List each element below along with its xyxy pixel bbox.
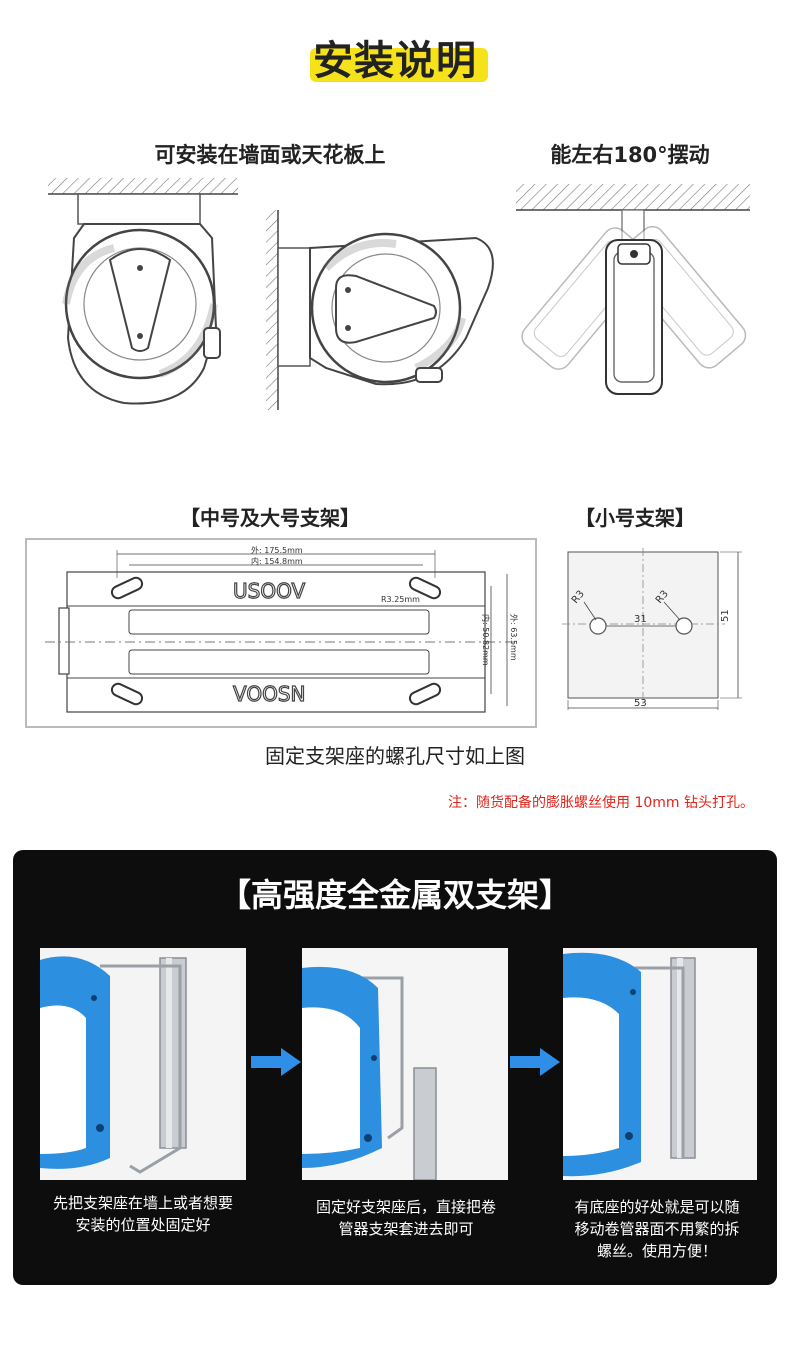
step-1-caption: 先把支架座在墙上或者想要 安装的位置处固定好 [28,1192,258,1236]
step-1-photo [40,948,246,1180]
reel-bracket-image-3 [563,948,757,1180]
step-1-caption-line-1: 先把支架座在墙上或者想要 [52,1194,233,1212]
step-1-caption-line-2: 安装的位置处固定好 [75,1216,211,1234]
reel-bracket-image-2 [302,948,508,1180]
inner-width-label: 内: 154.8mm [251,556,303,566]
step-3-caption-line-3: 螺丝。使用方便！ [596,1242,717,1260]
swing-heading: 能左右180°摆动 [550,143,710,167]
ceiling-mount-illustration [48,178,238,405]
feature-panel-title: 【高强度全金属双支架】 [218,876,571,914]
width-label: 53 [634,698,647,709]
large-bracket-drawing: 外: 175.5mm 内: 154.8mm R3.25mm 内: 50.82mm… [25,538,537,728]
title-highlight [310,48,488,82]
hole-spacing-label: 31 [634,614,647,625]
height-label: 51 [720,609,731,622]
step-2-caption-line-1: 固定好支架座后，直接把卷 [315,1198,496,1216]
step-arrow-2 [510,1048,560,1076]
step-2-caption-line-2: 管器支架套进去即可 [338,1220,474,1238]
swing-illustration [516,184,750,395]
logo-bottom: VOOSN [233,682,305,706]
small-bracket-drawing: R3 R3 31 51 53 [562,548,742,710]
step-3-caption-line-2: 移动卷管器面不用繁的拆 [574,1220,740,1238]
drill-note: 注：随货配备的膨胀螺丝使用 10mm 钻头打孔。 [448,795,754,811]
hole-radius-label: R3.25mm [381,595,420,604]
page-title: 安装说明 [313,38,477,84]
step-arrow-1 [251,1048,301,1076]
step-3-photo [563,948,757,1180]
step-2-caption: 固定好支架座后，直接把卷 管器支架套进去即可 [292,1196,520,1240]
large-bracket-heading: 【中号及大号支架】 [180,506,360,530]
logo-top: USOOV [233,579,305,603]
step-3-caption-line-1: 有底座的好处就是可以随 [574,1198,740,1216]
small-bracket-heading: 【小号支架】 [575,506,695,530]
reel-bracket-image-1 [40,948,246,1180]
outer-height-label: 外: 63.5mm [509,614,519,661]
outer-width-label: 外: 175.5mm [251,545,303,555]
wall-mount-illustration [266,210,494,410]
inner-height-label: 内: 50.82mm [481,614,491,666]
step-2-photo [302,948,508,1180]
bracket-caption: 固定支架座的螺孔尺寸如上图 [265,744,525,768]
wall-ceiling-heading: 可安装在墙面或天花板上 [154,143,386,167]
step-3-caption: 有底座的好处就是可以随 移动卷管器面不用繁的拆 螺丝。使用方便！ [554,1196,760,1262]
